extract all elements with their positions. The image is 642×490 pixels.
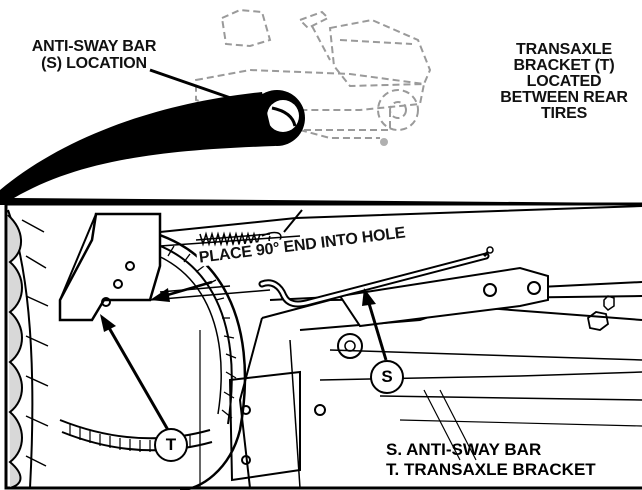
anti-sway-location-label: ANTI-SWAY BAR (S) LOCATION [4,38,184,72]
tractor-hub-dot [380,138,388,146]
legend: S. ANTI-SWAY BAR T. TRANSAXLE BRACKET [386,440,596,480]
instruction-arrow [150,280,213,302]
callout-s: S [370,360,404,394]
zoom-wedge [0,92,642,205]
detail-illustration [7,205,642,490]
transaxle-bracket-label: TRANSAXLE BRACKET (T) LOCATED BETWEEN RE… [486,42,642,122]
leader-t [100,314,170,431]
transaxle-line4: BETWEEN REAR [500,89,628,106]
transaxle-line2: BRACKET (T) [513,57,615,74]
anti-sway-location-line2: (S) LOCATION [41,55,147,72]
anti-sway-location-line1: ANTI-SWAY BAR [31,38,157,55]
transaxle-line3: LOCATED [526,73,602,90]
legend-t: T. TRANSAXLE BRACKET [386,460,596,479]
callout-t: T [154,428,188,462]
anti-sway-bar [258,246,494,308]
transaxle-line1: TRANSAXLE [516,41,612,58]
transaxle-line5: TIRES [540,105,588,122]
legend-s: S. ANTI-SWAY BAR [386,440,542,459]
leader-s [362,288,388,361]
location-leader-arrow [149,68,258,110]
